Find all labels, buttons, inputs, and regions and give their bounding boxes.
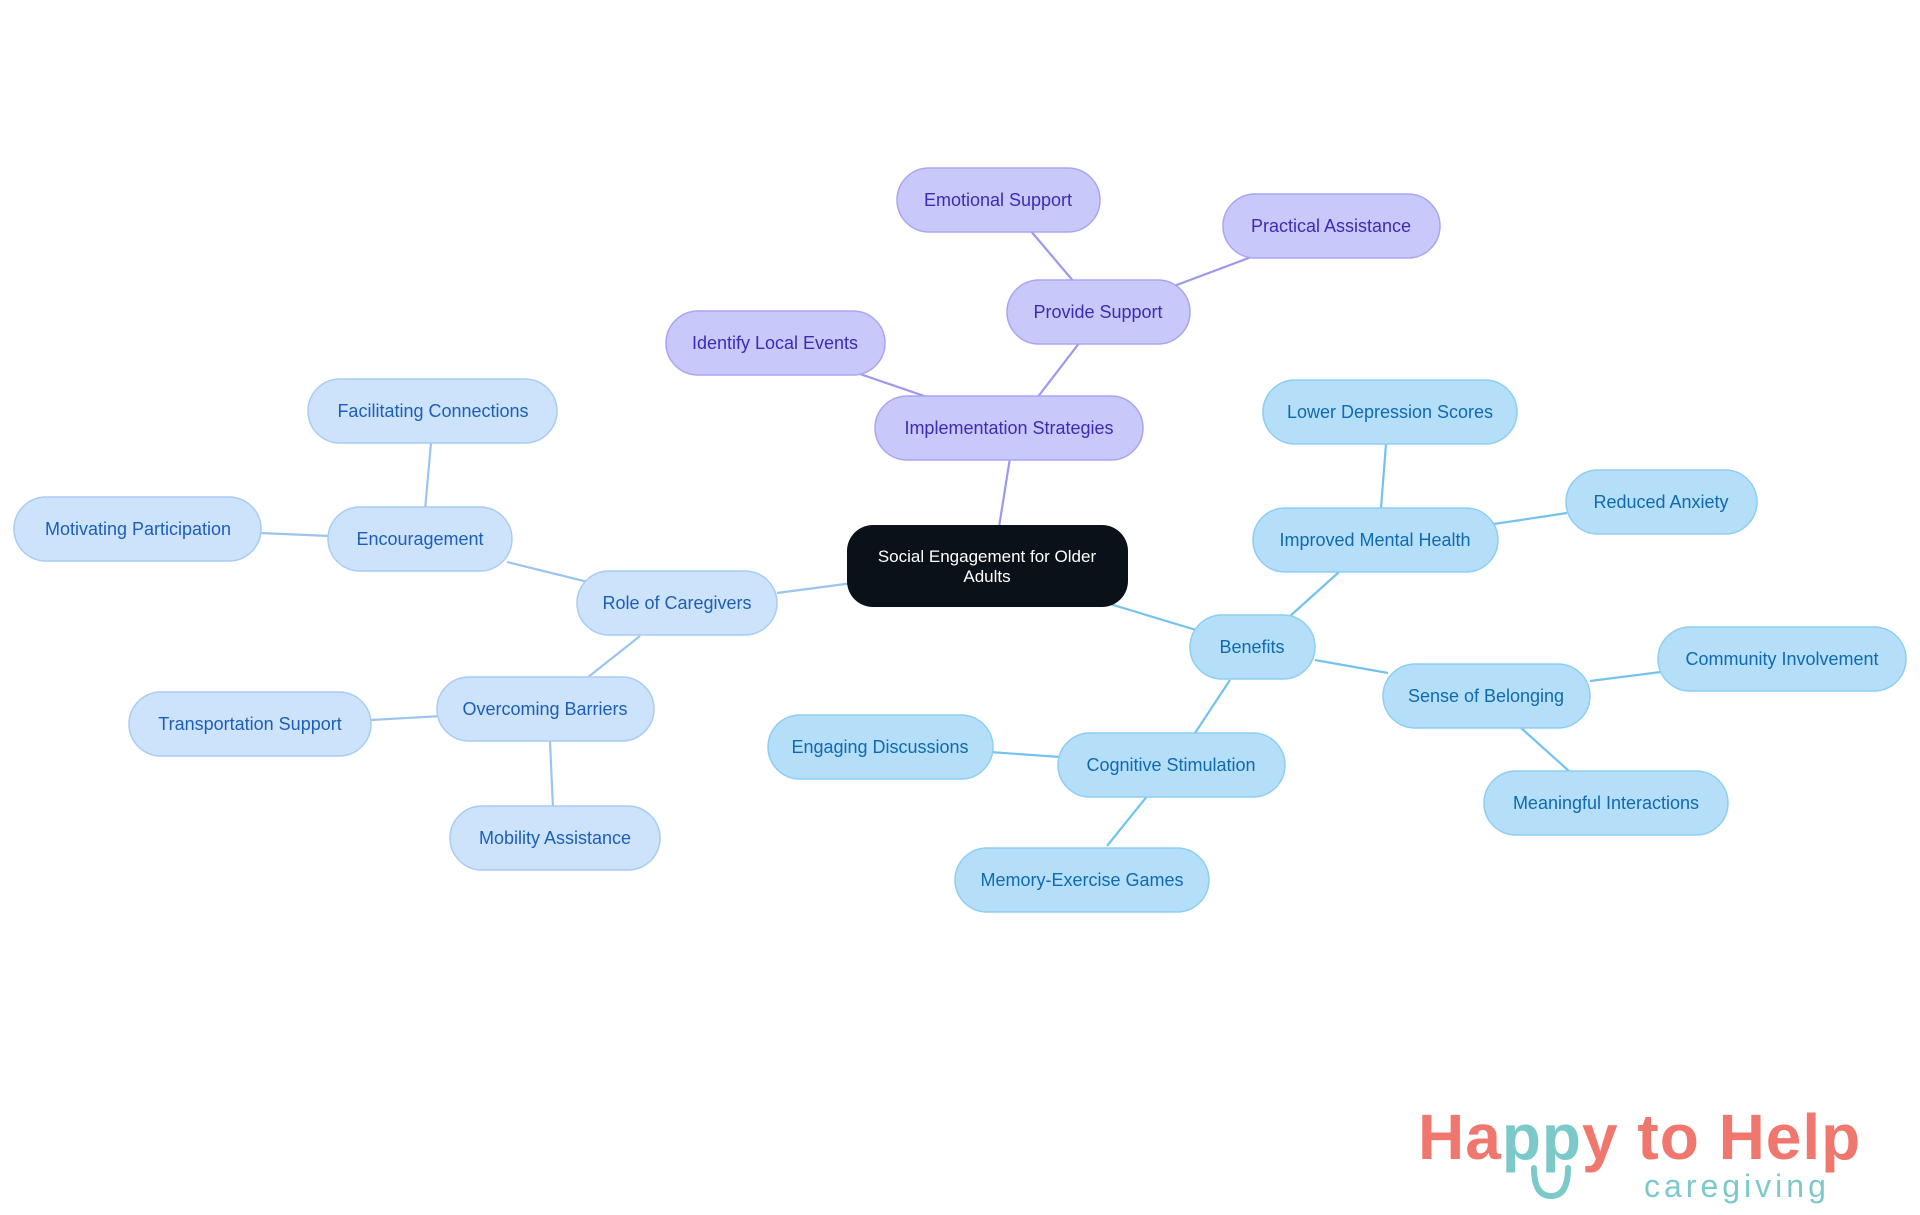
- edge-mental-health-depression: [1379, 443, 1388, 509]
- node-community-involvement[interactable]: Community Involvement: [1657, 626, 1907, 692]
- node-mobility-assistance[interactable]: Mobility Assistance: [449, 805, 661, 871]
- node-implementation-strategies[interactable]: Implementation Strategies: [874, 395, 1144, 461]
- node-label: Meaningful Interactions: [1513, 793, 1699, 813]
- edge-caregivers-overcoming: [586, 635, 641, 679]
- edge-implementation-identify: [859, 372, 931, 400]
- logo-caregiving: caregiving: [1644, 1168, 1830, 1204]
- node-improved-mental-health[interactable]: Improved Mental Health: [1252, 507, 1499, 573]
- node-label: Role of Caregivers: [602, 593, 751, 613]
- edge-cognitive-memory: [1106, 794, 1149, 847]
- edge-implementation-provide-support: [1036, 341, 1081, 399]
- edge-encouragement-motivating: [259, 531, 331, 538]
- root-label-line1: Social Engagement for Older: [878, 547, 1097, 566]
- logo-happy: Happy: [1418, 1101, 1619, 1173]
- root-node[interactable]: Social Engagement for Older Adults: [847, 525, 1128, 607]
- node-label: Benefits: [1219, 637, 1284, 657]
- node-label: Cognitive Stimulation: [1086, 755, 1255, 775]
- edge-benefits-cognitive: [1194, 679, 1231, 734]
- edge-root-caregivers: [776, 581, 854, 595]
- edge-provide-support-practical: [1173, 254, 1255, 288]
- node-motivating-participation[interactable]: Motivating Participation: [13, 496, 262, 562]
- edge-overcoming-mobility: [548, 740, 555, 809]
- node-overcoming-barriers[interactable]: Overcoming Barriers: [436, 676, 655, 742]
- node-label: Motivating Participation: [45, 519, 231, 539]
- logo-wordmark: Happy to Help: [1418, 1100, 1861, 1174]
- node-label: Facilitating Connections: [337, 401, 528, 421]
- edge-encouragement-facilitating: [423, 442, 433, 511]
- node-reduced-anxiety[interactable]: Reduced Anxiety: [1565, 469, 1758, 535]
- node-transportation-support[interactable]: Transportation Support: [128, 691, 372, 757]
- node-benefits[interactable]: Benefits: [1189, 614, 1316, 680]
- edge-root-implementation: [997, 457, 1012, 528]
- node-label: Overcoming Barriers: [462, 699, 627, 719]
- node-label: Transportation Support: [158, 714, 341, 734]
- node-memory-exercise-games[interactable]: Memory-Exercise Games: [954, 847, 1210, 913]
- node-identify-local-events[interactable]: Identify Local Events: [665, 310, 886, 376]
- node-role-of-caregivers[interactable]: Role of Caregivers: [576, 570, 778, 636]
- node-emotional-support[interactable]: Emotional Support: [896, 167, 1101, 233]
- node-label: Implementation Strategies: [904, 418, 1113, 438]
- node-label: Emotional Support: [924, 190, 1072, 210]
- node-cognitive-stimulation[interactable]: Cognitive Stimulation: [1057, 732, 1286, 798]
- node-label: Lower Depression Scores: [1287, 402, 1493, 422]
- edge-belonging-community: [1589, 670, 1662, 683]
- node-facilitating-connections[interactable]: Facilitating Connections: [307, 378, 558, 444]
- edge-cognitive-discussions: [989, 750, 1061, 759]
- smile-icon: [1531, 1165, 1571, 1200]
- node-label: Improved Mental Health: [1279, 530, 1470, 550]
- node-label: Community Involvement: [1685, 649, 1878, 669]
- node-label: Practical Assistance: [1251, 216, 1411, 236]
- node-label: Encouragement: [356, 529, 483, 549]
- node-meaningful-interactions[interactable]: Meaningful Interactions: [1483, 770, 1729, 836]
- edge-root-benefits: [1109, 602, 1197, 632]
- node-encouragement[interactable]: Encouragement: [327, 506, 513, 572]
- node-label: Provide Support: [1033, 302, 1162, 322]
- logo-to-help: to Help: [1618, 1101, 1862, 1173]
- edge-overcoming-transportation: [370, 714, 443, 722]
- root-label-line2: Adults: [963, 567, 1010, 586]
- node-sense-of-belonging[interactable]: Sense of Belonging: [1382, 663, 1591, 729]
- edge-provide-support-emotional: [1029, 229, 1075, 283]
- node-lower-depression-scores[interactable]: Lower Depression Scores: [1262, 379, 1518, 445]
- node-engaging-discussions[interactable]: Engaging Discussions: [767, 714, 994, 780]
- happy-to-help-logo: Happy to Help caregiving: [1418, 1100, 1898, 1210]
- edge-benefits-belonging: [1314, 658, 1389, 675]
- edge-caregivers-encouragement: [506, 560, 593, 585]
- node-label: Reduced Anxiety: [1593, 492, 1728, 512]
- node-label: Mobility Assistance: [479, 828, 631, 848]
- node-label: Sense of Belonging: [1408, 686, 1564, 706]
- edge-benefits-mental-health: [1288, 571, 1340, 618]
- connectors: [259, 229, 1662, 847]
- edge-belonging-meaningful: [1519, 726, 1571, 773]
- node-label: Engaging Discussions: [791, 737, 968, 757]
- node-provide-support[interactable]: Provide Support: [1006, 279, 1191, 345]
- node-practical-assistance[interactable]: Practical Assistance: [1222, 193, 1441, 259]
- node-label: Memory-Exercise Games: [980, 870, 1183, 890]
- edge-mental-health-anxiety: [1493, 511, 1568, 526]
- node-label: Identify Local Events: [692, 333, 858, 353]
